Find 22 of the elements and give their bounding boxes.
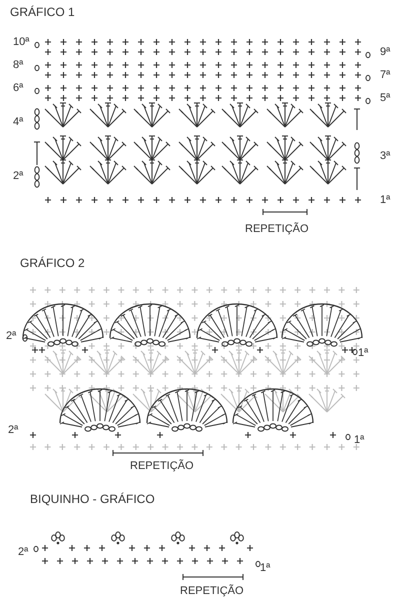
row-number: 1ª bbox=[380, 194, 390, 207]
row-number: 3ª bbox=[380, 150, 390, 163]
row-number: 6ª bbox=[13, 82, 24, 95]
row-number: 1ª bbox=[354, 434, 364, 447]
row-number: 5ª bbox=[380, 92, 390, 105]
row-number: 7ª bbox=[380, 69, 390, 82]
row-number: 2ª bbox=[6, 330, 16, 343]
row-number: 1ª bbox=[358, 347, 368, 360]
row-number: 2ª bbox=[13, 170, 24, 183]
chart-heading: GRÁFICO 2 bbox=[20, 257, 85, 270]
chart-heading: BIQUINHO - GRÁFICO bbox=[30, 493, 155, 506]
repeat-label: REPETIÇÃO bbox=[180, 585, 244, 598]
row-number: 9ª bbox=[380, 46, 390, 59]
row-number: 8ª bbox=[13, 59, 24, 72]
repeat-label: REPETIÇÃO bbox=[130, 460, 194, 473]
chart-heading: GRÁFICO 1 bbox=[10, 6, 75, 19]
row-number: 1ª bbox=[260, 562, 270, 575]
row-number: 4ª bbox=[13, 116, 24, 129]
row-number: 10ª bbox=[13, 36, 30, 49]
row-number: 2ª bbox=[8, 424, 18, 437]
row-number: 2ª bbox=[18, 546, 28, 559]
repeat-label: REPETIÇÃO bbox=[245, 223, 309, 236]
